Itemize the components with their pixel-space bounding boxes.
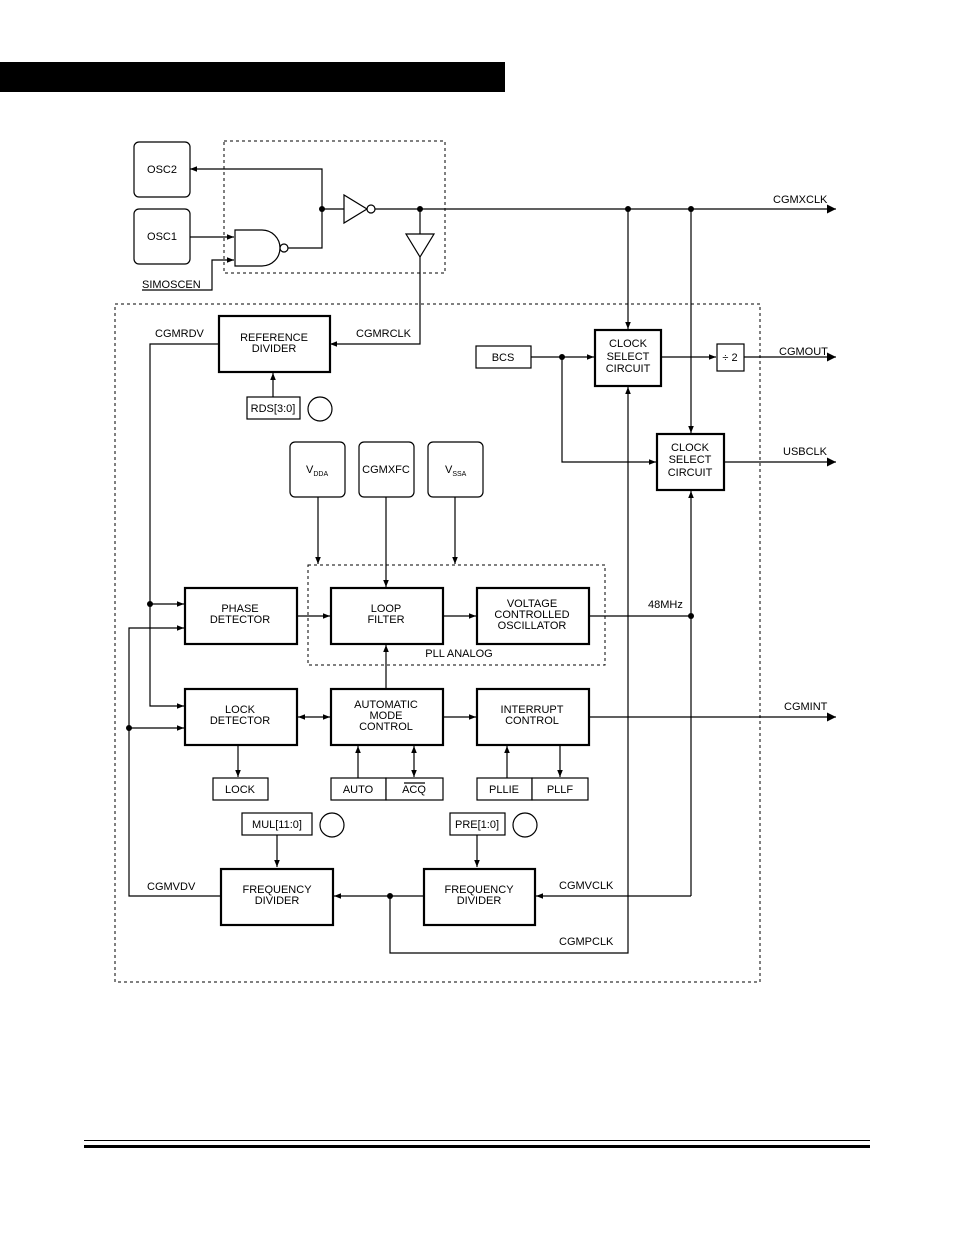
clock-select-circuit-1 (593, 328, 663, 388)
loop-filter-line2: FILTER (367, 614, 404, 626)
phase-detector-line2: DETECTOR (210, 614, 270, 626)
cgmxfc-label: CGMXFC (362, 464, 410, 476)
interrupt-control-line2: CONTROL (505, 715, 559, 727)
vdda-pin (289, 441, 346, 498)
lock-bit-register (212, 777, 269, 801)
simoscen-label: SIMOSCEN (142, 279, 201, 291)
cgmvdv-label: CGMVDV (147, 881, 196, 893)
pllf-label: PLLF (547, 784, 574, 796)
cgmout-label: CGMOUT (779, 346, 828, 358)
cgmpclk-label: CGMPCLK (559, 936, 614, 948)
loop-filter-line1: LOOP (371, 603, 402, 615)
vco-block (475, 586, 591, 646)
clock-select-1-line1: CLOCK (609, 338, 648, 350)
reference-divider-line2: DIVIDER (252, 343, 297, 355)
footer-rule-thick (84, 1145, 870, 1148)
nand-bubble (279, 243, 289, 253)
clock-select-circuit-2 (655, 432, 726, 492)
osc1-label: OSC1 (147, 231, 177, 243)
phase-detector-line1: PHASE (221, 603, 258, 615)
mul-label: MUL[11:0] (252, 819, 302, 831)
clock-select-2-line1: CLOCK (671, 442, 710, 454)
pllie-label: PLLIE (489, 784, 519, 796)
auto-mode-line2: MODE (370, 710, 403, 722)
vssa-pin (427, 441, 484, 498)
clock-select-2-line2: SELECT (669, 454, 712, 466)
page-header-bar (0, 62, 505, 92)
auto-mode-line3: CONTROL (359, 721, 413, 733)
freq-divider-1-line2: DIVIDER (255, 895, 300, 907)
pre-circle-marker (512, 812, 538, 838)
pre-label: PRE[1:0] (455, 819, 499, 831)
div2-label: ÷ 2 (722, 352, 737, 364)
interrupt-control-line1: INTERRUPT (501, 704, 564, 716)
rds-circle-marker (307, 396, 333, 422)
vssa-label: VSSA (445, 464, 467, 478)
lock-detector-line2: DETECTOR (210, 715, 270, 727)
clock-select-2-line3: CIRCUIT (668, 467, 713, 479)
cgm-module-region (114, 303, 761, 983)
oscillator-region (223, 140, 446, 274)
automatic-mode-control-block (329, 687, 445, 747)
inverter-buffer (343, 193, 369, 225)
freq-divider-2-line1: FREQUENCY (444, 884, 514, 896)
lock-label: LOCK (225, 784, 256, 796)
pllf-bit-register (531, 777, 589, 801)
acq-bit-register (385, 777, 444, 801)
nand-gate (234, 229, 281, 267)
reference-divider-line1: REFERENCE (240, 332, 308, 344)
lock-detector-block (183, 687, 299, 747)
clock-select-1-line2: SELECT (607, 351, 650, 363)
auto-label: AUTO (343, 784, 374, 796)
buffer-triangle (404, 233, 436, 259)
cgmvclk-label: CGMVCLK (559, 880, 614, 892)
pll-analog-label: PLL ANALOG (425, 648, 492, 660)
pll-analog-region (307, 564, 606, 666)
cgmint-label: CGMINT (784, 701, 828, 713)
freq-divider-2-line2: DIVIDER (457, 895, 502, 907)
clock-select-1-line3: CIRCUIT (606, 363, 651, 375)
acq-label: ACQ (402, 784, 426, 796)
loop-filter-block (329, 586, 445, 646)
vco-line2: CONTROLLED (494, 609, 569, 621)
cgmrdv-label: CGMRDV (155, 328, 205, 340)
bcs-label: BCS (492, 352, 515, 364)
usbclk-label: USBCLK (783, 446, 828, 458)
48mhz-label: 48MHz (648, 599, 683, 611)
frequency-divider-2-block (422, 867, 537, 927)
cgmxclk-label: CGMXCLK (773, 194, 828, 206)
vdda-label: VDDA (306, 464, 328, 478)
vco-line1: VOLTAGE (507, 598, 557, 610)
osc2-label: OSC2 (147, 164, 177, 176)
vco-line3: OSCILLATOR (498, 620, 567, 632)
cgmrclk-label: CGMRCLK (356, 328, 412, 340)
footer-rule (84, 1140, 870, 1141)
rds-label: RDS[3:0] (251, 403, 296, 415)
freq-divider-1-line1: FREQUENCY (242, 884, 312, 896)
auto-mode-line1: AUTOMATIC (354, 699, 418, 711)
lock-detector-line1: LOCK (225, 704, 256, 716)
divide-by-2-block (716, 343, 745, 372)
frequency-divider-1-block (219, 867, 335, 927)
mul-circle-marker (319, 812, 345, 838)
